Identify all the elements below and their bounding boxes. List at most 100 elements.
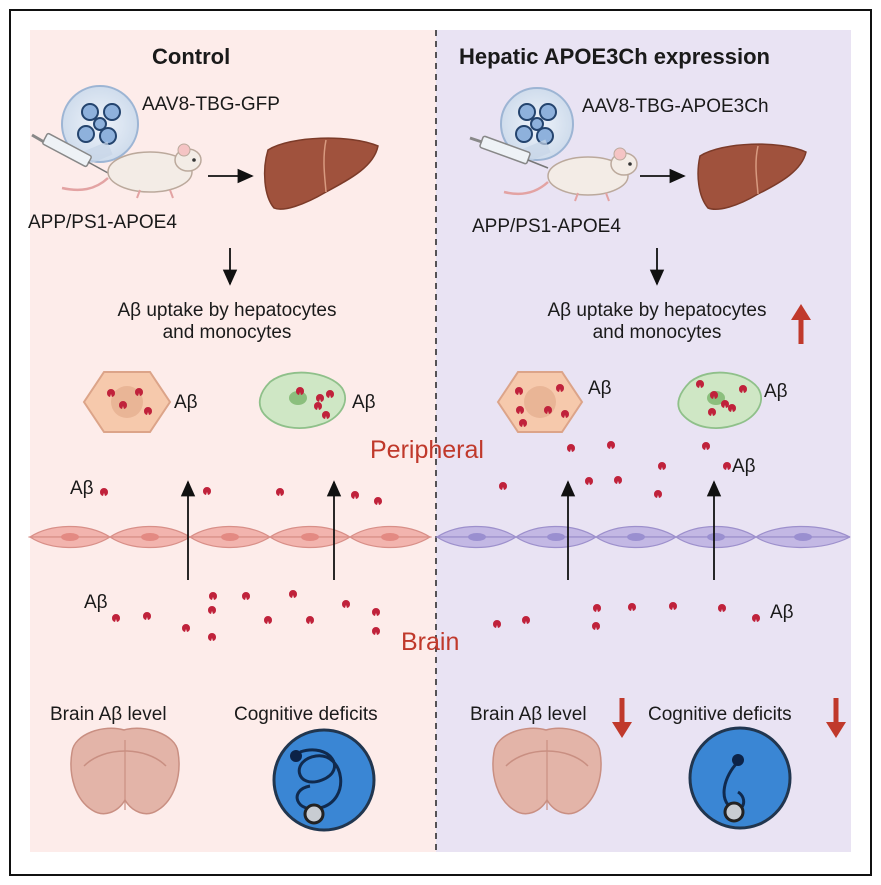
abeta-molecule-icon: [207, 606, 217, 614]
brain-section-icon: [492, 727, 602, 815]
abeta-molecule-icon: [555, 384, 565, 392]
abeta-label: Aβ: [770, 602, 794, 623]
peripheral-region-label: Peripheral: [370, 436, 484, 464]
liver-icon: [697, 143, 807, 210]
abeta-molecule-icon: [492, 620, 502, 628]
abeta-molecule-icon: [181, 624, 191, 632]
monocyte-icon: [258, 371, 346, 429]
abeta-molecule-icon: [371, 627, 381, 635]
abeta-label: Aβ: [588, 378, 612, 399]
abeta-molecule-icon: [701, 442, 711, 450]
decrease-arrow-icon: [826, 698, 846, 738]
abeta-molecule-icon: [566, 444, 576, 452]
abeta-molecule-icon: [142, 612, 152, 620]
control-mouse-model-label: APP/PS1-APOE4: [28, 212, 177, 233]
abeta-molecule-icon: [521, 616, 531, 624]
hepatic-uptake-line2: and monocytes: [592, 322, 722, 343]
mouse-icon: [503, 147, 638, 202]
abeta-molecule-icon: [738, 385, 748, 393]
abeta-label: Aβ: [70, 478, 94, 499]
abeta-molecule-icon: [653, 490, 663, 498]
abeta-molecule-icon: [275, 488, 285, 496]
hepatic-title: Hepatic APOE3Ch expression: [459, 44, 770, 69]
abeta-molecule-icon: [325, 390, 335, 398]
control-vector-label: AAV8-TBG-GFP: [142, 94, 280, 115]
control-uptake-line2: and monocytes: [162, 322, 292, 343]
abeta-label: Aβ: [732, 456, 756, 477]
hepatic-mouse-model-label: APP/PS1-APOE4: [472, 216, 621, 237]
brain-section-icon: [70, 727, 180, 815]
abeta-molecule-icon: [99, 488, 109, 496]
abeta-molecule-icon: [751, 614, 761, 622]
abeta-molecule-icon: [668, 602, 678, 610]
monocyte-icon: [677, 371, 762, 429]
abeta-label: Aβ: [764, 381, 788, 402]
control-uptake-line1: Aβ uptake by hepatocytes: [117, 300, 337, 321]
abeta-molecule-icon: [515, 406, 525, 414]
liver-icon: [263, 137, 379, 210]
abeta-molecule-icon: [288, 590, 298, 598]
abeta-molecule-icon: [321, 411, 331, 419]
abeta-molecule-icon: [371, 608, 381, 616]
hepatic-vector-label: AAV8-TBG-APOE3Ch: [582, 96, 769, 117]
abeta-molecule-icon: [202, 487, 212, 495]
water-maze-icon: [688, 726, 792, 830]
hepatic-uptake-label: Aβ uptake by hepatocytes and monocytes: [522, 300, 792, 344]
abeta-molecule-icon: [606, 441, 616, 449]
abeta-label: Aβ: [84, 592, 108, 613]
abeta-molecule-icon: [707, 408, 717, 416]
aav-virus-icon: [500, 87, 574, 161]
abeta-molecule-icon: [709, 391, 719, 399]
aav-virus-icon: [61, 85, 139, 163]
abeta-molecule-icon: [207, 633, 217, 641]
abeta-molecule-icon: [118, 401, 128, 409]
hepatocyte-icon: [82, 371, 172, 433]
abeta-molecule-icon: [518, 419, 528, 427]
abeta-label: Aβ: [174, 392, 198, 413]
hepatic-cognitive-label: Cognitive deficits: [648, 704, 792, 725]
abeta-molecule-icon: [592, 604, 602, 612]
abeta-molecule-icon: [717, 604, 727, 612]
abeta-label: Aβ: [352, 392, 376, 413]
brain-region-label: Brain: [401, 628, 460, 656]
abeta-molecule-icon: [591, 622, 601, 630]
abeta-molecule-icon: [727, 404, 737, 412]
abeta-molecule-icon: [498, 482, 508, 490]
abeta-molecule-icon: [111, 614, 121, 622]
abeta-molecule-icon: [543, 406, 553, 414]
abeta-molecule-icon: [720, 400, 730, 408]
abeta-molecule-icon: [315, 394, 325, 402]
abeta-molecule-icon: [350, 491, 360, 499]
endothelium-hepatic: [434, 525, 851, 549]
abeta-molecule-icon: [305, 616, 315, 624]
abeta-molecules: [99, 380, 761, 641]
abeta-molecule-icon: [584, 477, 594, 485]
control-cognitive-label: Cognitive deficits: [234, 704, 378, 725]
abeta-molecule-icon: [341, 600, 351, 608]
abeta-molecule-icon: [722, 462, 732, 470]
hepatic-brain-level-label: Brain Aβ level: [470, 704, 587, 725]
abeta-molecule-icon: [657, 462, 667, 470]
abeta-molecule-icon: [263, 616, 273, 624]
mouse-icon: [61, 143, 202, 199]
abeta-molecule-icon: [313, 402, 323, 410]
syringe-icon: [469, 135, 549, 169]
abeta-molecule-icon: [560, 410, 570, 418]
abeta-molecule-icon: [295, 387, 305, 395]
decrease-arrow-icon: [612, 698, 632, 738]
abeta-molecule-icon: [143, 407, 153, 415]
abeta-molecule-icon: [134, 388, 144, 396]
increase-arrow-icon: [791, 304, 811, 344]
endothelium-control: [27, 525, 433, 549]
control-brain-level-label: Brain Aβ level: [50, 704, 167, 725]
control-title: Control: [152, 44, 231, 69]
abeta-molecule-icon: [106, 389, 116, 397]
hepatic-uptake-line1: Aβ uptake by hepatocytes: [547, 300, 767, 321]
abeta-molecule-icon: [373, 497, 383, 505]
abeta-molecule-icon: [208, 592, 218, 600]
abeta-molecule-icon: [241, 592, 251, 600]
syringe-icon: [31, 132, 109, 174]
abeta-molecule-icon: [695, 380, 705, 388]
abeta-molecule-icon: [514, 387, 524, 395]
